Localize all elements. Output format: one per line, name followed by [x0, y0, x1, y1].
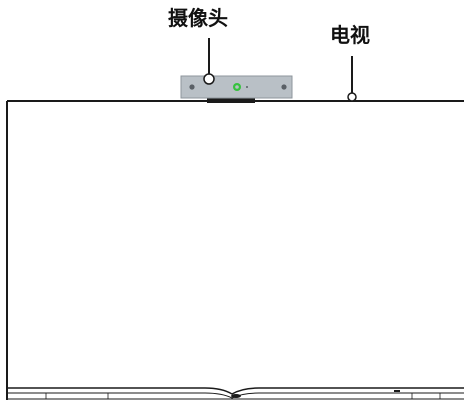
tv-bottom-bezel: [7, 387, 464, 400]
camera-label: 摄像头: [168, 6, 228, 30]
camera-icon: [180, 75, 293, 99]
camera-mount: [207, 97, 255, 103]
tv-indicator-icon: [394, 390, 400, 392]
tv-screen-frame: [6, 100, 464, 400]
tv-label: 电视: [330, 23, 370, 47]
tv-logo-icon: [231, 394, 241, 398]
tv-callout-dot: [347, 92, 357, 102]
camera-callout-dot: [203, 73, 215, 85]
